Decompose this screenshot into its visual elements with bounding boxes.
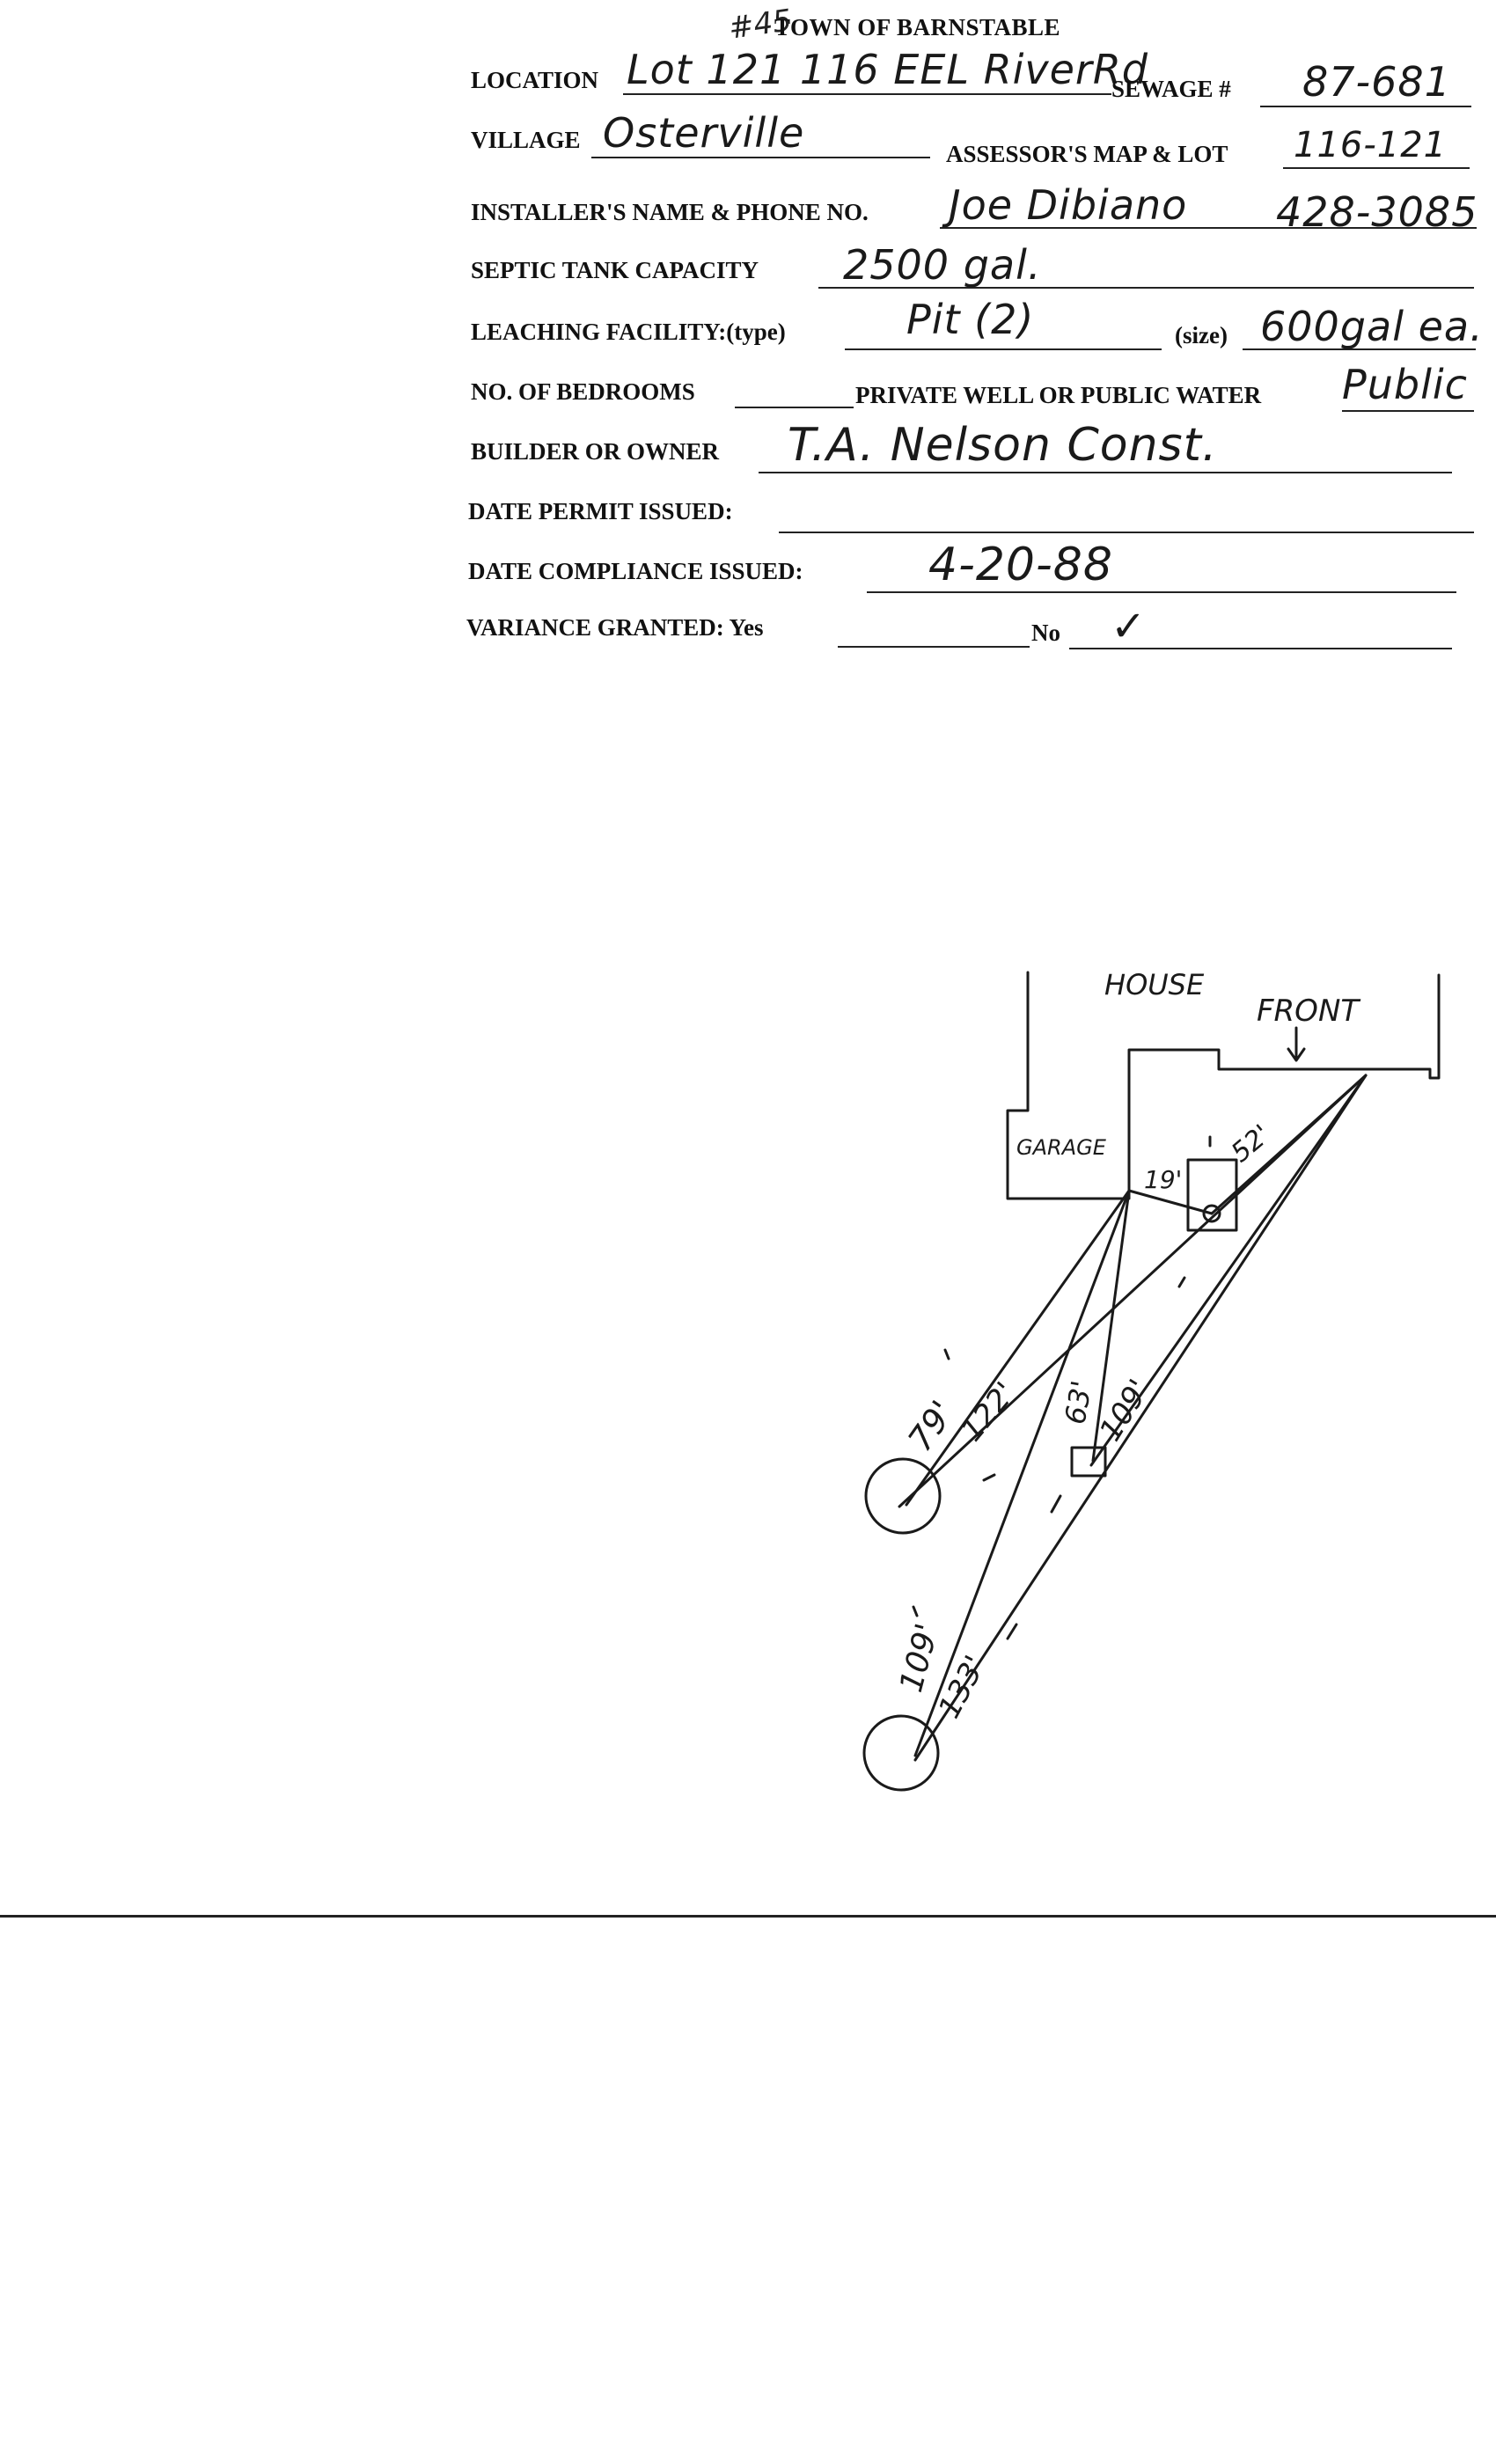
house-outline (1006, 971, 1441, 1200)
assessor-label: ASSESSOR'S MAP & LOT (946, 141, 1228, 167)
dash-mark (982, 1473, 996, 1482)
leaching-pit-lower (862, 1714, 940, 1792)
builder-label: BUILDER OR OWNER (471, 438, 720, 465)
septic-value: 2500 gal. (843, 241, 1042, 289)
line-front-to-dbox (1089, 1074, 1368, 1467)
tank-outlet-circle (1202, 1204, 1221, 1223)
dash-mark (1177, 1276, 1186, 1288)
builder-value: T.A. Nelson Const. (788, 419, 1218, 472)
house-label: HOUSE (1104, 968, 1205, 1001)
installer-phone-value: 428-3085 (1276, 188, 1478, 236)
village-line (591, 157, 930, 158)
page-bottom-rule (0, 1915, 1496, 1918)
line-garage-to-dbox (1091, 1189, 1131, 1463)
compliance-line (867, 591, 1456, 593)
leaching-size-label: (size) (1175, 322, 1228, 348)
leaching-type-value: Pit (2) (906, 296, 1035, 343)
water-value: Public (1342, 361, 1468, 408)
location-line (623, 93, 1111, 95)
leaching-size-line (1243, 348, 1476, 350)
leaching-size-value: 600gal ea. (1260, 303, 1484, 350)
variance-no-line (1069, 648, 1452, 649)
line-front-to-pit1 (898, 1074, 1368, 1508)
dim-109-lower: 109' (893, 1620, 946, 1697)
water-line (1342, 410, 1474, 412)
water-label: PRIVATE WELL OR PUBLIC WATER (855, 382, 1262, 408)
dim-63: 63' (1058, 1378, 1098, 1426)
variance-yes-line (838, 646, 1030, 648)
line-garage-to-tank (1127, 1189, 1214, 1215)
assessor-value: 116-121 (1294, 125, 1448, 165)
installer-line (940, 227, 1477, 229)
variance-no-check: ✓ (1111, 602, 1148, 651)
village-value: Osterville (603, 109, 805, 157)
dim-79: 79' (900, 1394, 962, 1458)
leaching-label: LEACHING FACILITY:(type) (471, 319, 786, 345)
leaching-pit-upper (864, 1457, 942, 1535)
bedrooms-line (735, 407, 854, 408)
document-title: TOWN OF BARNSTABLE (774, 14, 1061, 40)
sewage-label: SEWAGE # (1111, 76, 1231, 102)
installer-name-value: Joe Dibiano (949, 181, 1188, 229)
compliance-label: DATE COMPLIANCE ISSUED: (468, 558, 803, 584)
bedrooms-label: NO. OF BEDROOMS (471, 378, 695, 405)
septic-tank-box (1186, 1158, 1238, 1232)
location-label: LOCATION (471, 67, 599, 93)
village-label: VILLAGE (471, 127, 581, 153)
septic-label: SEPTIC TANK CAPACITY (471, 257, 759, 283)
front-arrow (1287, 1026, 1306, 1062)
sewage-line (1260, 106, 1471, 107)
dash-mark (943, 1348, 950, 1360)
dim-122: 122' (954, 1375, 1023, 1448)
compliance-value: 4-20-88 (928, 539, 1113, 591)
builder-line (759, 472, 1452, 473)
assessor-line (1283, 167, 1470, 169)
installer-label: INSTALLER'S NAME & PHONE NO. (471, 199, 869, 225)
line-garage-to-pit2 (913, 1189, 1131, 1757)
dash-mark (1050, 1494, 1062, 1514)
permit-line (779, 532, 1474, 533)
variance-label: VARIANCE GRANTED: Yes (466, 614, 764, 641)
distribution-box (1070, 1446, 1107, 1478)
permit-label: DATE PERMIT ISSUED: (468, 498, 733, 524)
front-label: FRONT (1257, 994, 1360, 1029)
garage-label: GARAGE (1016, 1135, 1107, 1160)
dim-19: 19' (1144, 1165, 1182, 1194)
line-front-to-pit2 (913, 1074, 1368, 1762)
septic-line (818, 287, 1474, 289)
dash-mark (912, 1605, 919, 1617)
location-value: Lot 121 116 EEL RiverRd (627, 46, 1148, 93)
variance-no-label: No (1031, 620, 1060, 646)
line-garage-to-pit1 (905, 1189, 1131, 1507)
dash-mark (1006, 1623, 1018, 1640)
sewage-value: 87-681 (1302, 58, 1451, 106)
leaching-line (845, 348, 1162, 350)
